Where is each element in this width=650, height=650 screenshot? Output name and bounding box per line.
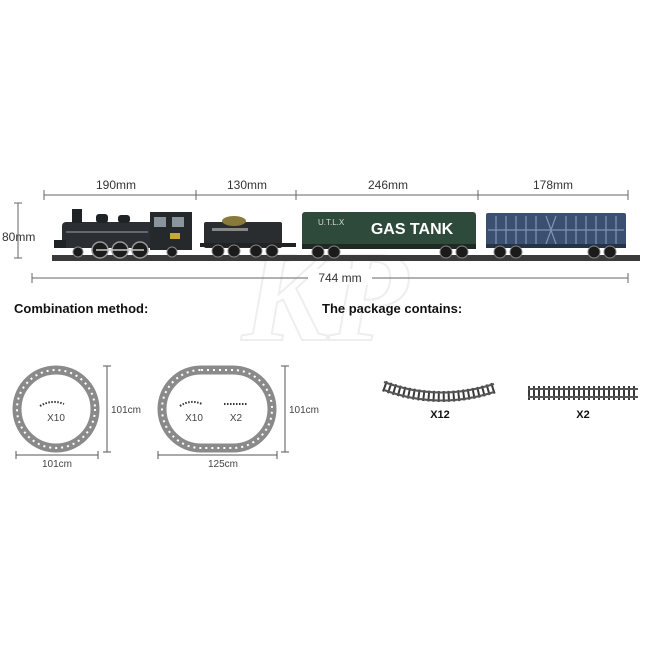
package-heading: The package contains: [322,301,462,316]
circle-height: 101cm [111,405,141,416]
oval-layout: X10 X2 [157,365,277,453]
oval-straight-count: X2 [230,413,243,424]
height-dimension-line [14,202,22,259]
curved-track-count: X12 [430,409,450,421]
gas-tank-car: U.T.L.X GAS TANK [302,212,476,259]
circle-dimension-lines [15,365,111,459]
display-rail [52,255,640,261]
circle-width: 101cm [42,459,72,470]
coal-tender [200,216,296,258]
tank-car-badge: U.T.L.X [318,218,345,227]
tank-car-label: GAS TANK [371,221,454,238]
curved-track-icon [39,400,65,407]
combination-heading: Combination method: [14,301,148,316]
oval-height: 101cm [289,405,319,416]
curved-track-icon [179,400,203,407]
locomotive-length: 190mm [96,178,136,192]
locomotive [54,209,192,259]
oval-curved-count: X10 [185,413,203,424]
tank-car-length: 246mm [368,178,408,192]
tender-length: 130mm [227,178,267,192]
circle-layout: X10 [12,365,100,453]
length-dimension-line [43,190,629,200]
oval-width: 125cm [208,459,238,470]
train-height: 80mm [2,230,35,244]
straight-track-count: X2 [576,409,589,421]
oval-dimension-lines [157,365,289,459]
straight-track-piece [528,386,638,400]
circle-curved-count: X10 [47,413,65,424]
curved-track-piece [382,380,496,403]
total-length-label-bg [308,269,372,285]
total-length: 744 mm [318,271,361,285]
cattle-car-length: 178mm [533,178,573,192]
cattle-car [486,213,626,259]
